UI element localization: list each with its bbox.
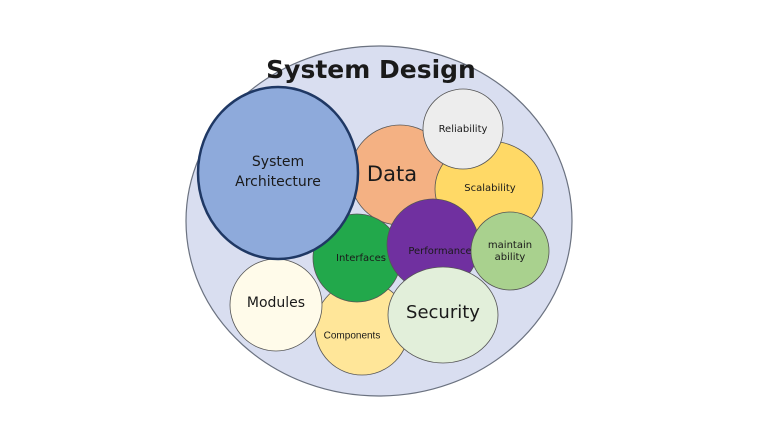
label-modules: Modules: [247, 295, 305, 311]
circle-modules: Modules: [229, 258, 323, 352]
label-interfaces: Interfaces: [336, 253, 386, 264]
label-maintainability-line2: ability: [495, 252, 526, 263]
circle-reliability: Reliability: [422, 88, 504, 170]
label-data: Data: [367, 162, 417, 186]
diagram-title: System Design: [266, 55, 476, 84]
label-system-architecture-line2: Architecture: [235, 174, 321, 190]
label-components: Components: [324, 331, 381, 342]
circle-security: Security: [387, 266, 499, 364]
circle-interfaces: Interfaces: [312, 213, 402, 303]
label-reliability: Reliability: [439, 124, 488, 135]
label-system-architecture-line1: System: [252, 154, 304, 170]
label-security: Security: [406, 302, 480, 323]
label-maintainability-line1: maintain: [488, 240, 532, 251]
circle-system-architecture: System Architecture: [196, 85, 360, 261]
label-scalability: Scalability: [464, 183, 515, 194]
circle-maintainability: maintain ability: [470, 211, 550, 291]
label-performance: Performance: [408, 246, 471, 257]
